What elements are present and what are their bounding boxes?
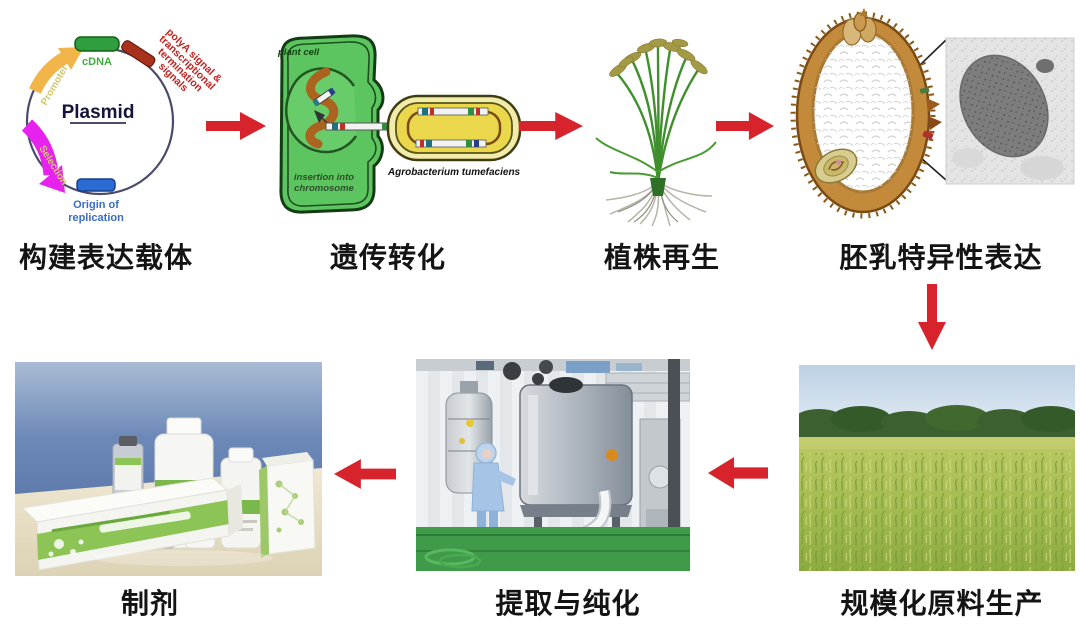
transformation-drawing: plant cell insertion into chromosome Agr… (277, 34, 522, 214)
plant-cell-label: plant cell (277, 47, 320, 58)
nucleus (285, 67, 358, 154)
arrow-shape (519, 112, 583, 140)
stems (615, 45, 700, 183)
photo-rice-field (799, 365, 1075, 571)
stage-caption-raw-material-production: 规模化原料生产 (840, 588, 1044, 619)
plant-base (650, 178, 666, 196)
arrow-shape (708, 457, 768, 489)
arrow-shape (334, 459, 396, 489)
polya-block-shape (121, 40, 156, 68)
promoter-arc (29, 51, 70, 94)
inserted-tdna-segment (312, 87, 336, 107)
leaves (595, 137, 717, 179)
illustration-endosperm-expression (790, 8, 1080, 220)
ti-plasmid-tdna-bottom (415, 139, 487, 148)
tree-line (799, 405, 1075, 441)
products-image (15, 362, 322, 576)
long-box (21, 477, 243, 571)
flow-arrow-right-icon (716, 111, 774, 141)
stage-caption-genetic-transformation: 遗传转化 (329, 242, 446, 273)
insertion-label-line2: chromosome (294, 183, 354, 194)
agrobacterium-label: Agrobacterium tumefaciens (387, 167, 521, 178)
rice-field-image (799, 365, 1075, 571)
ti-plasmid-tdna-top (417, 107, 489, 116)
box-logo-dots (48, 539, 84, 557)
selection-arc (21, 119, 59, 176)
arrow-shape (918, 284, 946, 350)
origin-block (76, 178, 116, 192)
ceiling-pipes (416, 359, 690, 380)
illustration-genetic-transformation: plant cell insertion into chromosome Agr… (262, 28, 532, 223)
floor (416, 527, 690, 571)
plant-cell-inner-wall (286, 41, 377, 207)
factory-image (416, 359, 690, 571)
rice-plant-drawing (595, 38, 717, 227)
grain-top-tips (842, 8, 877, 46)
field-texture (799, 453, 1075, 571)
stage-caption-formulation: 制剂 (120, 588, 179, 619)
photo-extraction-facility (416, 359, 690, 571)
grain-drawing (790, 8, 1075, 219)
arrow-shape (716, 112, 774, 140)
stage-caption-plant-regeneration: 植株再生 (603, 242, 720, 273)
worker (471, 442, 516, 545)
flow-arrow-right-icon (519, 111, 583, 141)
cdna-block (74, 36, 120, 52)
plasmid-drawing: Promoter Selection cDNA Origin of replic… (21, 36, 175, 224)
origin-label-line2: replication (68, 212, 124, 224)
illustration-plasmid-vector: Promoter Selection cDNA Origin of replic… (8, 8, 238, 238)
field-far-band (799, 437, 1075, 449)
stage-caption-expression-vector: 构建表达载体 (18, 242, 193, 273)
panicles (609, 38, 708, 77)
protein-body-small (1036, 59, 1054, 73)
em-micrograph-inset (945, 37, 1075, 185)
embryo (814, 148, 858, 184)
illustration-regenerated-plant (588, 30, 728, 228)
table-reflection (93, 550, 273, 566)
stage-caption-extraction-purification: 提取与纯化 (495, 588, 641, 619)
flow-arrow-left-icon (334, 458, 396, 490)
product-carton (259, 452, 316, 558)
promoter-arrowhead (58, 47, 84, 70)
cdna-label: cDNA (82, 56, 112, 68)
plasmid-title: Plasmid (62, 102, 135, 123)
injection-vial (112, 436, 144, 503)
chromosome (305, 67, 339, 149)
selection-arrowhead (39, 165, 65, 193)
husk-right-details (919, 86, 942, 140)
origin-label-line1: Origin of (73, 199, 119, 211)
transfer-arrowhead (314, 110, 325, 123)
flow-arrow-right-icon (205, 111, 267, 141)
arrow-shape (206, 112, 266, 140)
husk-spikes (790, 11, 936, 219)
insertion-label-line1: insertion into (294, 172, 354, 183)
flow-arrow-down-icon (917, 284, 947, 350)
photo-drug-products (15, 362, 322, 576)
flow-arrow-left-icon (708, 456, 768, 490)
stage-caption-endosperm-expression: 胚乳特异性表达 (839, 242, 1043, 273)
